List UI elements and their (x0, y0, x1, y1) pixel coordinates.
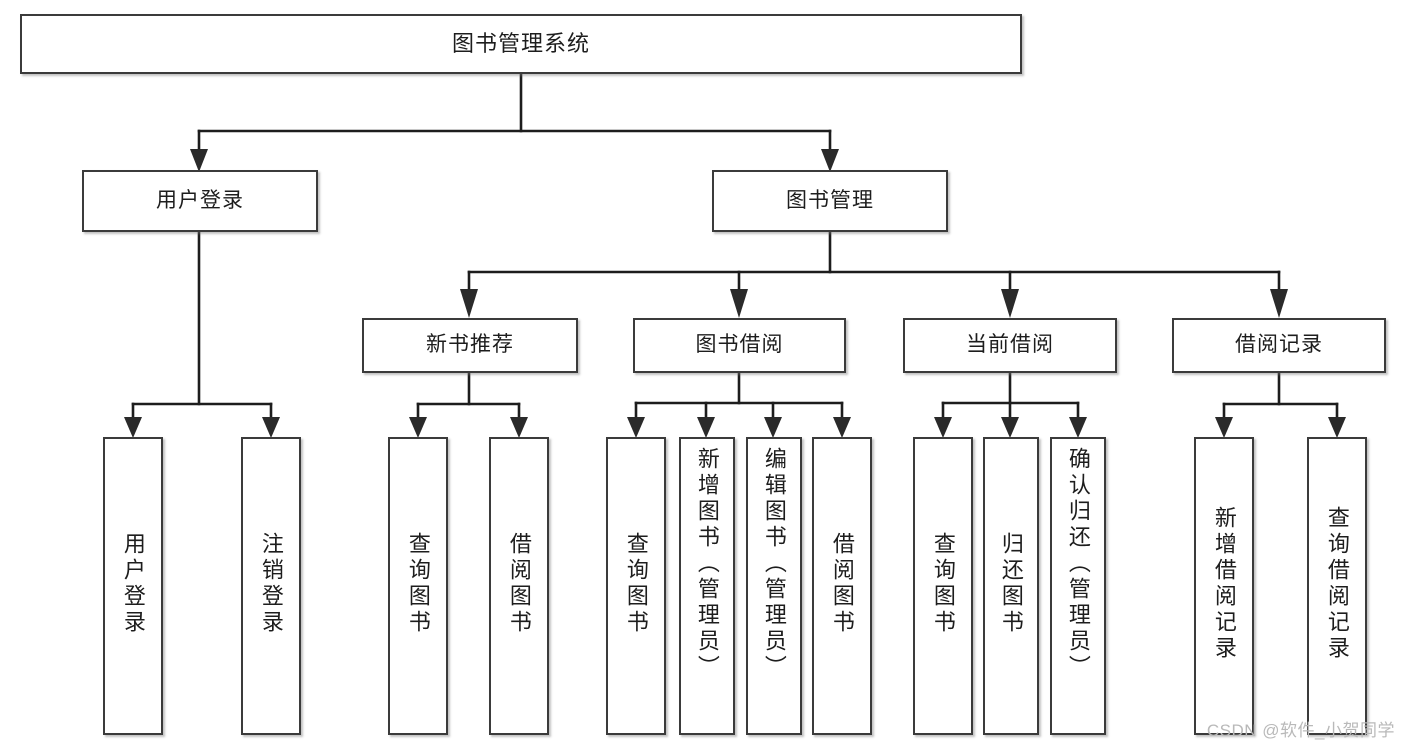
node-label: 图书管理 (786, 188, 874, 212)
node-label: 新书推荐 (426, 333, 514, 357)
leaf-records-query-record[interactable]: 查询借阅记录 (1307, 437, 1367, 735)
node-label: 当前借阅 (966, 333, 1054, 357)
node-book-management[interactable]: 图书管理 (712, 170, 948, 232)
node-label: 查询图书 (930, 532, 956, 636)
leaf-user-login-signin[interactable]: 用户登录 (103, 437, 163, 735)
leaf-current-confirm-return-admin[interactable]: 确认归还（管理员） (1050, 437, 1106, 735)
node-label: 查询借阅记录 (1324, 506, 1350, 662)
node-new-book-recommend[interactable]: 新书推荐 (362, 318, 578, 373)
node-label: 新增借阅记录 (1211, 506, 1237, 662)
node-label: 借阅图书 (829, 532, 855, 636)
node-label: 新增图书（管理员） (694, 447, 720, 681)
leaf-borrow-borrow-book[interactable]: 借阅图书 (812, 437, 872, 735)
node-borrow-records[interactable]: 借阅记录 (1172, 318, 1386, 373)
node-current-borrow[interactable]: 当前借阅 (903, 318, 1117, 373)
leaf-borrow-query-book[interactable]: 查询图书 (606, 437, 666, 735)
node-label: 确认归还（管理员） (1065, 447, 1091, 681)
leaf-recommend-query-book[interactable]: 查询图书 (388, 437, 448, 735)
node-label: 编辑图书（管理员） (761, 447, 787, 681)
csdn-watermark: CSDN @软件_小贺同学 (1206, 721, 1395, 740)
node-label: 注销登录 (258, 532, 284, 636)
leaf-recommend-borrow-book[interactable]: 借阅图书 (489, 437, 549, 735)
node-label: 查询图书 (623, 532, 649, 636)
node-label: 借阅记录 (1235, 333, 1323, 357)
node-label: 图书管理系统 (451, 31, 590, 57)
node-user-login[interactable]: 用户登录 (82, 170, 318, 232)
leaf-current-return-book[interactable]: 归还图书 (983, 437, 1039, 735)
node-label: 归还图书 (998, 532, 1024, 636)
leaf-borrow-edit-book-admin[interactable]: 编辑图书（管理员） (746, 437, 802, 735)
node-root-book-management-system[interactable]: 图书管理系统 (20, 14, 1022, 74)
leaf-records-add-record[interactable]: 新增借阅记录 (1194, 437, 1254, 735)
leaf-current-query-book[interactable]: 查询图书 (913, 437, 973, 735)
node-label: 图书借阅 (695, 333, 784, 357)
node-label: 借阅图书 (506, 532, 532, 636)
node-label: 用户登录 (156, 188, 244, 212)
node-book-borrow[interactable]: 图书借阅 (633, 318, 846, 373)
node-label: 用户登录 (120, 532, 146, 636)
leaf-borrow-add-book-admin[interactable]: 新增图书（管理员） (679, 437, 735, 735)
leaf-user-login-signout[interactable]: 注销登录 (241, 437, 301, 735)
node-label: 查询图书 (405, 532, 431, 636)
